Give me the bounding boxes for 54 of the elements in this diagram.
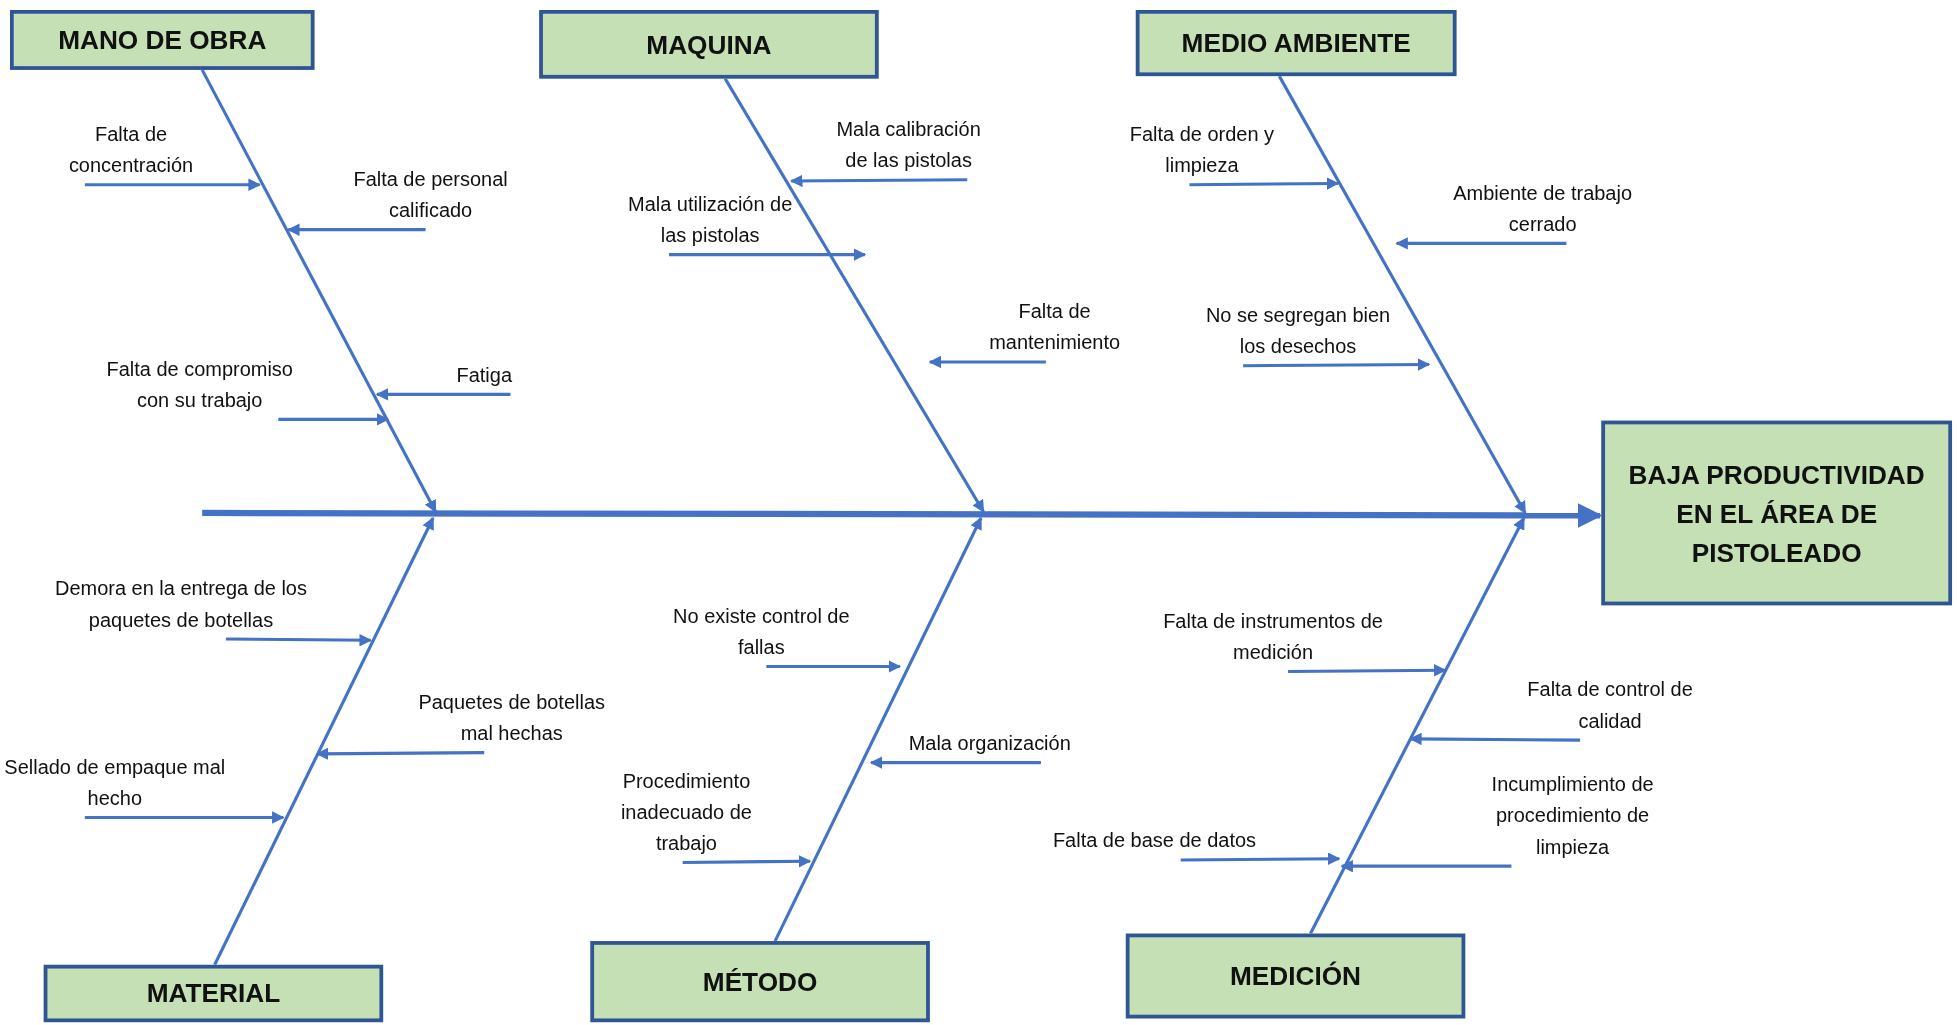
category-box: MÉTODO bbox=[590, 941, 930, 1023]
cause-label: Mala organización bbox=[907, 727, 1073, 763]
cause-label: No se segregan bien los desechos bbox=[1204, 299, 1392, 366]
cause-label: Mala calibración de las pistolas bbox=[835, 113, 983, 180]
cause-label: Falta de base de datos bbox=[1051, 825, 1258, 860]
arrow bbox=[278, 413, 390, 426]
arrow bbox=[790, 174, 968, 188]
bone-arrow bbox=[723, 77, 985, 513]
cause-label: Demora en la entrega de los paquetes de botellas bbox=[53, 572, 309, 640]
cause-label: Falta de instrumentos de medición bbox=[1161, 605, 1385, 672]
cause-label: Falta de personal calificado bbox=[351, 163, 510, 230]
arrow bbox=[1340, 859, 1512, 873]
arrow bbox=[1243, 358, 1431, 371]
bone-arrow bbox=[1277, 75, 1527, 515]
cause-label: Falta de control de calidad bbox=[1525, 673, 1695, 741]
cause-label: Falta de concentración bbox=[67, 118, 195, 185]
bone-arrow bbox=[200, 69, 437, 513]
spine-arrow bbox=[202, 502, 1603, 528]
category-box: MAQUINA bbox=[539, 10, 879, 79]
arrow bbox=[315, 747, 485, 760]
arrow bbox=[375, 388, 511, 401]
bone-arrow bbox=[773, 516, 983, 942]
cause-label: Paquetes de botellas mal hechas bbox=[416, 686, 607, 753]
arrow bbox=[1395, 237, 1567, 250]
cause-label: Incumplimiento de procedimiento de limpieza bbox=[1490, 768, 1655, 867]
arrow bbox=[1180, 852, 1341, 865]
cause-label: Falta de compromiso con su trabajo bbox=[104, 353, 295, 420]
cause-label: Ambiente de trabajo cerrado bbox=[1451, 177, 1634, 244]
cause-label: Mala utilización de las pistolas bbox=[626, 188, 794, 255]
cause-label: Fatiga bbox=[454, 359, 514, 395]
arrow bbox=[84, 811, 285, 824]
cause-label: Procedimiento inadecuado de trabajo bbox=[619, 765, 754, 863]
category-box: MATERIAL bbox=[43, 964, 384, 1023]
arrow bbox=[84, 178, 261, 191]
cause-label: Falta de mantenimiento bbox=[987, 295, 1122, 362]
arrow bbox=[928, 355, 1046, 369]
arrow bbox=[1288, 664, 1447, 677]
arrow bbox=[225, 633, 372, 647]
arrow bbox=[1189, 177, 1340, 190]
cause-label: Falta de orden y limpieza bbox=[1128, 118, 1276, 185]
category-box: MEDICIÓN bbox=[1125, 933, 1466, 1019]
effect-box: BAJA PRODUCTIVIDAD EN EL ÁREA DE PISTOLEADO bbox=[1601, 420, 1953, 606]
bone-arrow bbox=[1309, 516, 1526, 935]
category-box: MEDIO AMBIENTE bbox=[1135, 10, 1457, 77]
arrow bbox=[669, 248, 867, 261]
cause-label: No existe control de fallas bbox=[671, 600, 852, 667]
category-box: MANO DE OBRA bbox=[10, 10, 315, 70]
arrow bbox=[682, 855, 812, 868]
arrow bbox=[287, 223, 426, 236]
cause-label: Sellado de empaque mal hecho bbox=[2, 751, 228, 818]
bone-arrow bbox=[213, 516, 435, 966]
arrow bbox=[869, 756, 1041, 769]
arrow bbox=[766, 660, 902, 673]
arrow bbox=[1409, 732, 1581, 746]
